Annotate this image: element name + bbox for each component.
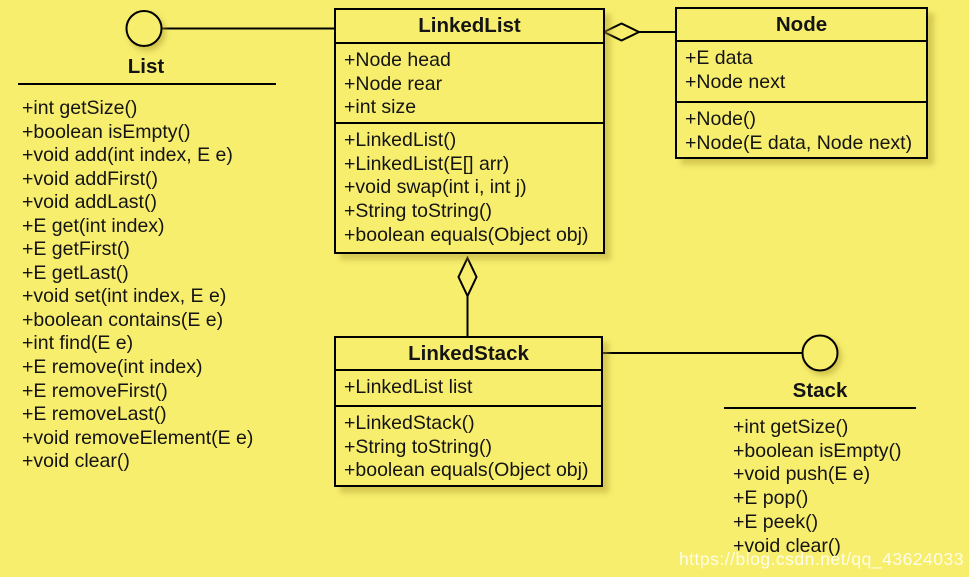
field-item: +int size bbox=[344, 96, 417, 119]
method-item: +E remove(int index) bbox=[22, 356, 203, 379]
field-item: +LinkedList list bbox=[344, 376, 473, 398]
method-item: +void removeElement(E e) bbox=[22, 426, 254, 449]
method-item: +boolean contains(E e) bbox=[22, 308, 224, 331]
method-item: +void addLast() bbox=[22, 191, 157, 214]
field-item: +Node next bbox=[685, 70, 786, 93]
method-item: +int find(E e) bbox=[22, 332, 134, 355]
class-title: LinkedStack bbox=[336, 338, 601, 371]
interface-stack-name: Stack bbox=[792, 379, 848, 402]
interface-list-underline bbox=[18, 83, 276, 85]
method-item: +E removeFirst() bbox=[22, 379, 168, 402]
method-item: +Node(E data, Node next) bbox=[685, 131, 913, 154]
list-lollipop-icon bbox=[125, 10, 163, 47]
interface-list-name: List bbox=[127, 55, 165, 78]
method-item: +String toString() bbox=[344, 435, 492, 458]
method-item: +void clear() bbox=[733, 534, 841, 557]
class-methods: +Node() +Node(E data, Node next) bbox=[677, 103, 926, 157]
class-box-linkedstack: LinkedStack +LinkedList list +LinkedStac… bbox=[334, 336, 603, 487]
method-item: +void push(E e) bbox=[733, 463, 871, 486]
class-fields: +Node head +Node rear +int size bbox=[336, 44, 603, 124]
method-item: +boolean isEmpty() bbox=[22, 120, 191, 143]
method-item: +void set(int index, E e) bbox=[22, 285, 227, 308]
node-aggregation-diamond-icon bbox=[601, 22, 642, 42]
method-item: +E peek() bbox=[733, 510, 819, 533]
class-box-linkedlist: LinkedList +Node head +Node rear +int si… bbox=[334, 8, 605, 254]
class-methods: +LinkedList() +LinkedList(E[] arr) +void… bbox=[336, 124, 603, 252]
watermark: https://blog.csdn.net/qq_43624033 bbox=[678, 549, 964, 569]
method-item: +E getLast() bbox=[22, 261, 129, 284]
method-item: +E getFirst() bbox=[22, 238, 130, 261]
method-item: +E get(int index) bbox=[22, 214, 165, 237]
method-item: +Node() bbox=[685, 108, 756, 130]
method-item: +boolean isEmpty() bbox=[733, 439, 902, 462]
stack-lollipop-icon bbox=[801, 334, 839, 372]
field-item: +Node head bbox=[344, 49, 451, 71]
method-item: +E removeLast() bbox=[22, 403, 167, 426]
method-item: +E pop() bbox=[733, 487, 809, 510]
method-item: +LinkedList(E[] arr) bbox=[344, 152, 510, 175]
method-item: +void add(int index, E e) bbox=[22, 144, 233, 167]
method-item: +int getSize() bbox=[733, 416, 849, 438]
method-item: +boolean equals(Object obj) bbox=[344, 223, 589, 246]
method-item: +void addFirst() bbox=[22, 167, 159, 190]
method-item: +String toString() bbox=[344, 200, 492, 223]
interface-stack-underline bbox=[724, 407, 916, 409]
field-item: +Node rear bbox=[344, 72, 443, 95]
class-fields: +E data +Node next bbox=[677, 42, 926, 103]
method-item: +LinkedStack() bbox=[344, 412, 475, 434]
method-item: +void swap(int i, int j) bbox=[344, 176, 527, 199]
linkedstack-aggregation-diamond-icon bbox=[457, 255, 478, 299]
class-fields: +LinkedList list bbox=[336, 371, 601, 407]
class-title: LinkedList bbox=[336, 10, 603, 44]
method-item: +void clear() bbox=[22, 450, 130, 473]
class-title: Node bbox=[677, 9, 926, 42]
method-item: +LinkedList() bbox=[344, 129, 457, 151]
interface-list-methods: +int getSize() +boolean isEmpty() +void … bbox=[22, 97, 253, 474]
class-box-node: Node +E data +Node next +Node() +Node(E … bbox=[675, 7, 928, 159]
class-methods: +LinkedStack() +String toString() +boole… bbox=[336, 407, 601, 485]
method-item: +boolean equals(Object obj) bbox=[344, 459, 589, 482]
method-item: +int getSize() bbox=[22, 97, 138, 119]
field-item: +E data bbox=[685, 47, 753, 69]
interface-stack-methods: +int getSize() +boolean isEmpty() +void … bbox=[733, 416, 902, 558]
